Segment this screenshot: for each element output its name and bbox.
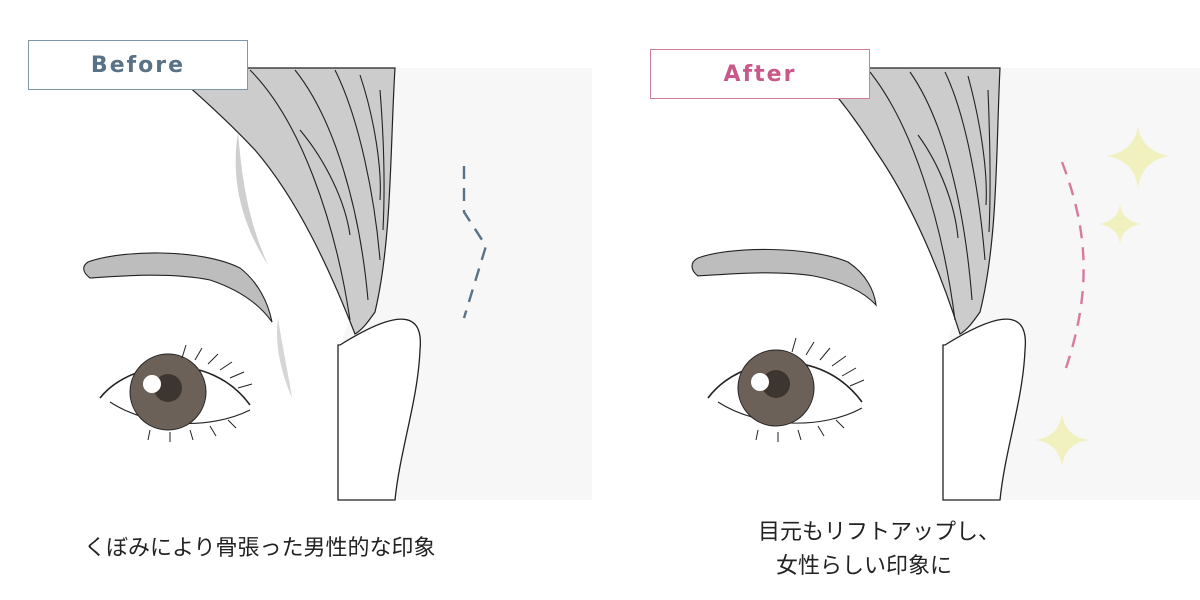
- after-face-illustration: [600, 67, 1200, 501]
- after-label: After: [650, 49, 870, 99]
- before-label: Before: [28, 40, 248, 90]
- after-ear: [942, 318, 1026, 501]
- before-eye: [99, 344, 253, 442]
- before-ear: [337, 318, 421, 501]
- sparkle-large-icon: [1106, 126, 1170, 188]
- before-cheek-shadow: [276, 318, 292, 398]
- after-hair: [810, 67, 1001, 335]
- before-hair: [166, 67, 396, 335]
- after-label-text: After: [723, 61, 797, 87]
- after-panel: After 目元もリフトアップし、 女性らしい印象に: [600, 0, 1200, 600]
- before-temple-shadow: [235, 132, 268, 265]
- before-panel: Before くぼみにより骨張った男性的な印象: [28, 40, 488, 561]
- before-hollow-dashed-line: [462, 166, 488, 319]
- after-eye: [707, 337, 865, 442]
- before-face-illustration: [83, 67, 488, 501]
- after-hair-strands: [869, 71, 991, 321]
- before-label-text: Before: [90, 52, 186, 78]
- after-caption-line-2: 女性らしい印象に: [776, 554, 953, 579]
- after-lift-dashed-curve: [1060, 161, 1085, 369]
- before-hair-strands: [249, 69, 385, 321]
- before-eyebrow: [83, 252, 273, 323]
- sparkle-medium-icon: [1036, 414, 1088, 466]
- after-eyebrow: [691, 248, 877, 307]
- sparkle-small-icon: [1100, 204, 1140, 244]
- before-caption: くぼみにより骨張った男性的な印象: [84, 536, 436, 561]
- after-caption-line-1: 目元もリフトアップし、: [758, 520, 1001, 545]
